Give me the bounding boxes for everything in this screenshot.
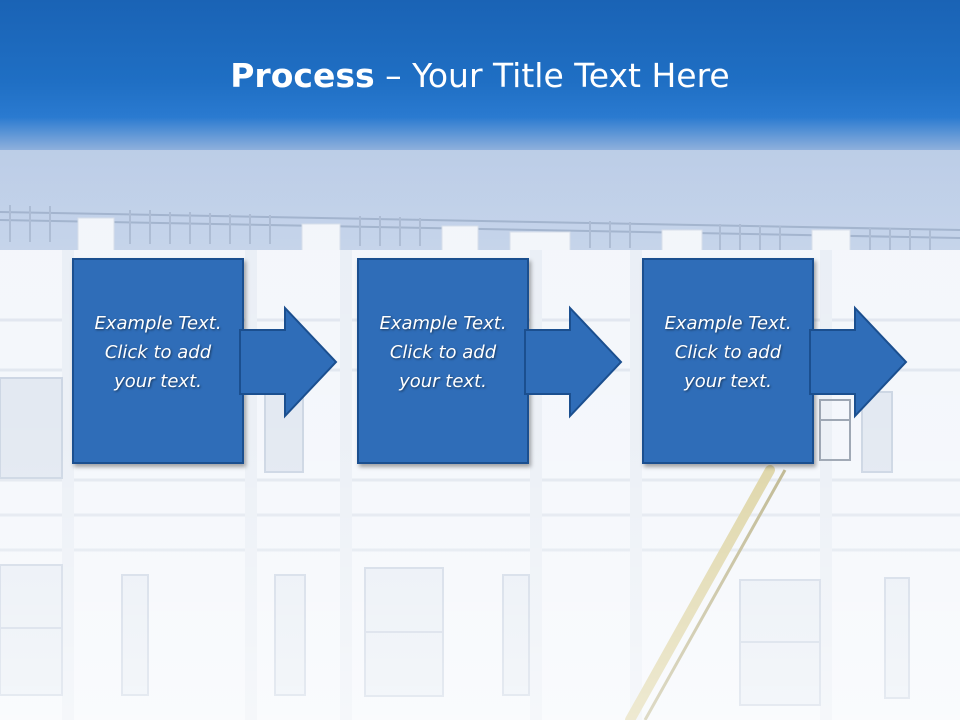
step-2-line-2: Click to add	[389, 342, 497, 363]
process-step-3-text[interactable]: Example Text. Click to add your text.	[642, 309, 814, 396]
title-bold: Process	[230, 56, 375, 95]
step-3-line-1: Example Text.	[664, 313, 792, 334]
step-1-line-3: your text.	[114, 371, 202, 392]
step-3-line-3: your text.	[684, 371, 772, 392]
process-step-2-text[interactable]: Example Text. Click to add your text.	[357, 309, 529, 396]
step-2-line-1: Example Text.	[379, 313, 507, 334]
process-step-2-box[interactable]	[357, 258, 529, 464]
process-step-3-box[interactable]	[642, 258, 814, 464]
step-3-line-2: Click to add	[674, 342, 782, 363]
step-1-line-1: Example Text.	[94, 313, 222, 334]
step-1-line-2: Click to add	[104, 342, 212, 363]
step-2-line-3: your text.	[399, 371, 487, 392]
title-band	[0, 0, 960, 150]
process-arrow-3	[809, 305, 908, 419]
process-step-1-box[interactable]	[72, 258, 244, 464]
process-step-1-text[interactable]: Example Text. Click to add your text.	[72, 309, 244, 396]
process-arrow-1	[239, 305, 338, 419]
process-arrow-2	[524, 305, 623, 419]
slide-title[interactable]: Process – Your Title Text Here	[0, 54, 960, 98]
title-rest: – Your Title Text Here	[374, 56, 730, 95]
